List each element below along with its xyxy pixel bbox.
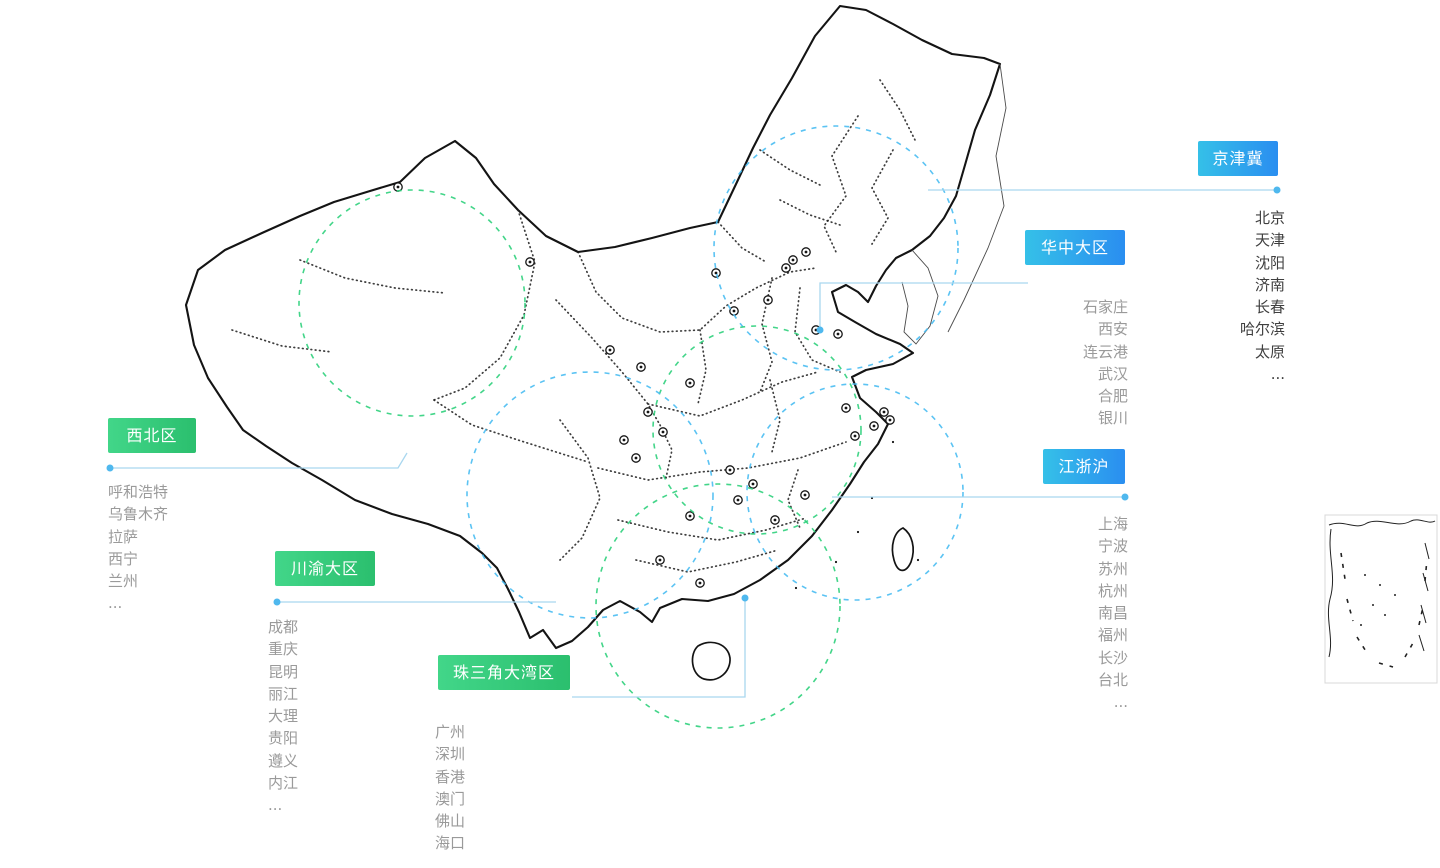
city-item: 杭州 [1097, 581, 1128, 600]
region-badge-huazhong: 华中大区 [1025, 230, 1125, 265]
city-item: 石家庄 [1082, 298, 1128, 316]
region-cities-xibei: 呼和浩特乌鲁木齐拉萨西宁兰州... [108, 481, 168, 615]
city-item: 武汉 [1097, 364, 1128, 383]
city-item: 丽江 [268, 684, 299, 703]
hainan-island [691, 641, 731, 681]
region-cities-chuanyu: 成都重庆昆明丽江大理贵阳遵义内江... [268, 616, 298, 817]
region-badge-zhusanjiao: 珠三角大湾区 [438, 655, 570, 690]
northeast-coastline [947, 63, 1007, 333]
city-item: 南昌 [1097, 604, 1128, 623]
coverage-circle-jiangzhehu [746, 383, 964, 601]
connector-dot-huazhong [816, 326, 824, 334]
region-badge-chuanyu: 川渝大区 [275, 551, 375, 586]
city-item: 连云港 [1082, 342, 1128, 361]
china-mainland-outline [184, 4, 1002, 650]
region-cities-jingjinji: 北京天津沈阳济南长春哈尔滨太原... [1165, 207, 1285, 385]
city-item: 福州 [1097, 626, 1128, 645]
city-item: 长春 [1254, 298, 1285, 317]
city-item: 重庆 [268, 640, 299, 659]
city-item: 香港 [435, 767, 466, 786]
city-item: 上海 [1097, 515, 1128, 533]
city-item: 佛山 [435, 812, 466, 831]
connector-zhusanjiao [572, 598, 746, 698]
connector-dot-zhusanjiao [741, 594, 749, 602]
city-item: 西安 [1097, 320, 1128, 339]
coverage-circle-chuanyu [466, 371, 714, 619]
city-item: ... [1270, 365, 1285, 384]
region-badge-xibei: 西北区 [108, 418, 196, 453]
city-item: 贵阳 [268, 729, 299, 748]
city-item: ... [268, 796, 283, 815]
city-item: 广州 [435, 723, 466, 741]
connector-dot-jingjinji [1273, 186, 1281, 194]
coverage-circle-huazhong [652, 325, 862, 535]
city-item: 苏州 [1097, 559, 1128, 578]
city-item: 深圳 [435, 745, 466, 764]
connector-dot-chuanyu [273, 598, 281, 606]
province-borders [231, 79, 916, 573]
city-item: 海口 [435, 834, 466, 853]
city-item: 济南 [1254, 275, 1285, 294]
city-item: 呼和浩特 [108, 483, 169, 501]
city-item: 西宁 [108, 549, 139, 568]
city-item: 兰州 [108, 572, 139, 591]
region-cities-huazhong: 石家庄西安连云港武汉合肥银川 [1008, 296, 1128, 430]
offshore-islands [794, 440, 920, 590]
city-item: 北京 [1254, 209, 1285, 227]
korea-coastline [901, 249, 939, 345]
city-item: ... [1113, 693, 1128, 712]
city-item: 长沙 [1097, 648, 1128, 667]
connector-xibei [110, 452, 408, 469]
city-item: 拉萨 [108, 527, 139, 546]
city-item: 合肥 [1097, 387, 1128, 406]
south-china-sea-inset-map [1324, 514, 1438, 684]
region-badge-jiangzhehu: 江浙沪 [1043, 449, 1125, 484]
city-item: 大理 [268, 707, 299, 726]
city-item: 台北 [1097, 671, 1128, 690]
city-item: 昆明 [268, 662, 299, 681]
region-cities-jiangzhehu: 上海宁波苏州杭州南昌福州长沙台北... [1008, 513, 1128, 714]
city-item: 天津 [1254, 231, 1285, 250]
city-item: 内江 [268, 774, 299, 793]
city-item: 宁波 [1097, 537, 1128, 556]
coverage-circle-zhusanjiao [595, 483, 841, 729]
coverage-circle-xibei [298, 189, 526, 417]
connector-dot-jiangzhehu [1121, 493, 1129, 501]
region-badge-jingjinji: 京津冀 [1198, 141, 1278, 176]
connector-huazhong [819, 282, 1028, 330]
city-item: 沈阳 [1254, 253, 1285, 272]
connector-dot-xibei [106, 464, 114, 472]
callout-connectors [106, 186, 1281, 698]
taiwan-island [891, 527, 914, 572]
city-item: 遵义 [268, 751, 299, 770]
city-item: 银川 [1097, 409, 1128, 428]
city-item: 成都 [268, 618, 299, 636]
city-item: 澳门 [435, 789, 466, 808]
city-item: 太原 [1254, 342, 1285, 361]
region-cities-zhusanjiao: 广州深圳香港澳门佛山海口... [435, 721, 465, 868]
city-item: 哈尔滨 [1239, 320, 1285, 339]
city-item: ... [108, 594, 123, 613]
city-item: ... [435, 856, 450, 868]
coverage-circle-jingjinji [713, 125, 959, 371]
city-item: 乌鲁木齐 [108, 505, 169, 524]
